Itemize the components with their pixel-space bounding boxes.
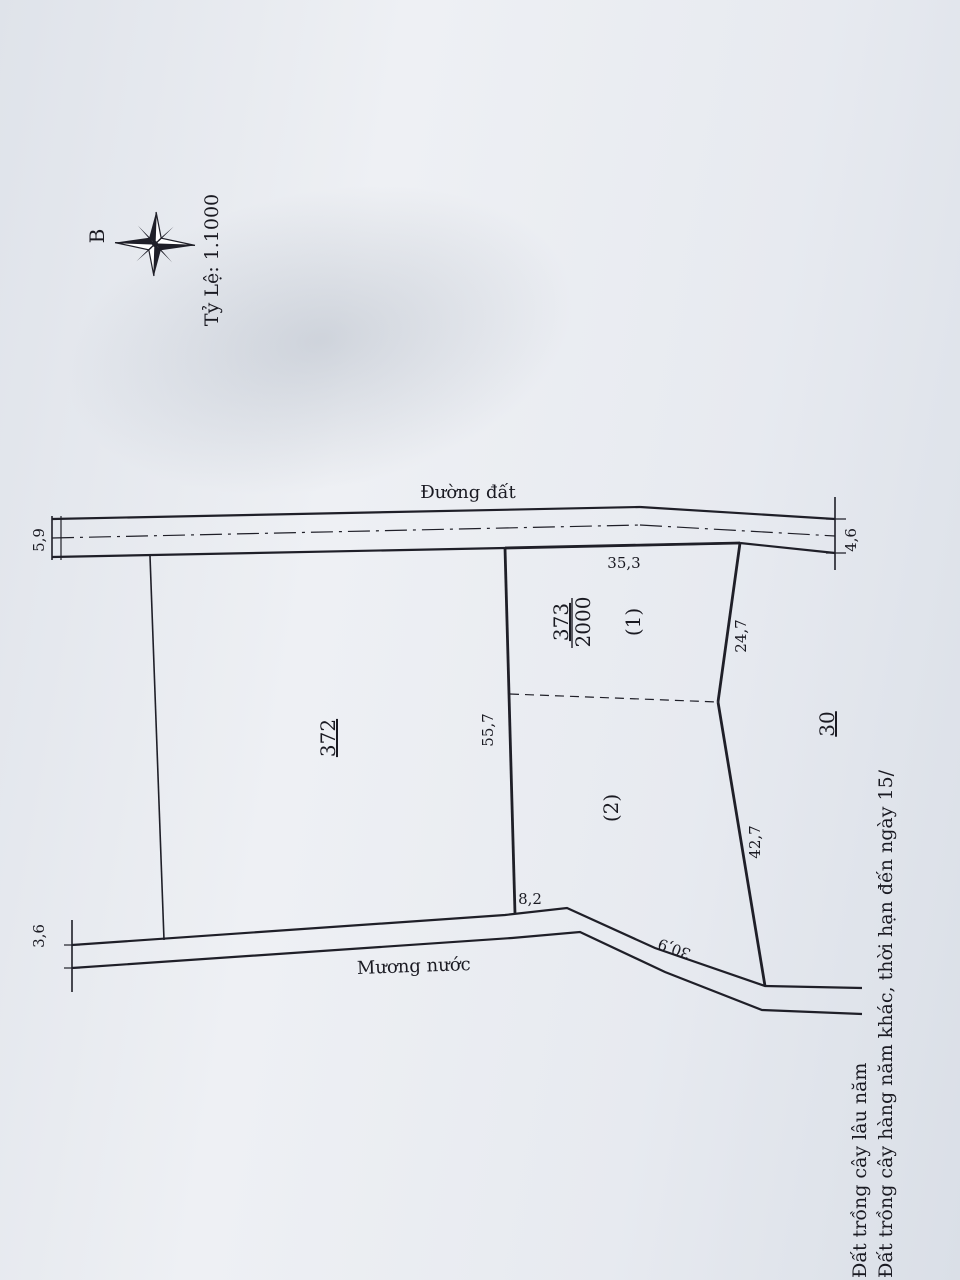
edge-top-length: 35,3: [607, 554, 640, 572]
width-top-left: 5,9: [30, 528, 48, 552]
parcel-373-area: 2000: [571, 597, 595, 648]
map-scale: Tỷ Lệ: 1.1000: [201, 194, 223, 326]
width-canal-left: 3,6: [30, 924, 48, 948]
legend-line-2: Đất trồng cây hàng năm khác, thời hạn đế…: [875, 769, 897, 1278]
canal: [64, 906, 863, 1016]
parcel-30-number: 30: [815, 711, 839, 736]
parcel-373-part-2: (2): [599, 794, 623, 822]
legend-line-1: Đất trồng cây lâu năm: [849, 1063, 871, 1278]
parcel-373-part-1: (1): [621, 608, 645, 636]
edge-left-length: 55,7: [479, 713, 497, 746]
top-road: [51, 497, 846, 570]
compass-north-letter: B: [85, 229, 109, 244]
edge-right-upper-length: 24,7: [732, 619, 750, 652]
edge-bottom-short-length: 8,2: [518, 890, 542, 908]
compass-rose-icon: [114, 211, 196, 277]
parcel-373-number: 373: [549, 603, 573, 641]
parcel-372-number: 372: [316, 719, 340, 757]
canal-label: Mương nước: [357, 954, 471, 979]
width-top-right: 4,6: [842, 528, 860, 552]
edge-bottom-diagonal-length: 30,9: [656, 935, 694, 963]
top-road-label: Đường đất: [420, 482, 516, 503]
parcel-boundaries: [149, 541, 767, 987]
edge-right-lower-length: 42,7: [746, 825, 764, 858]
